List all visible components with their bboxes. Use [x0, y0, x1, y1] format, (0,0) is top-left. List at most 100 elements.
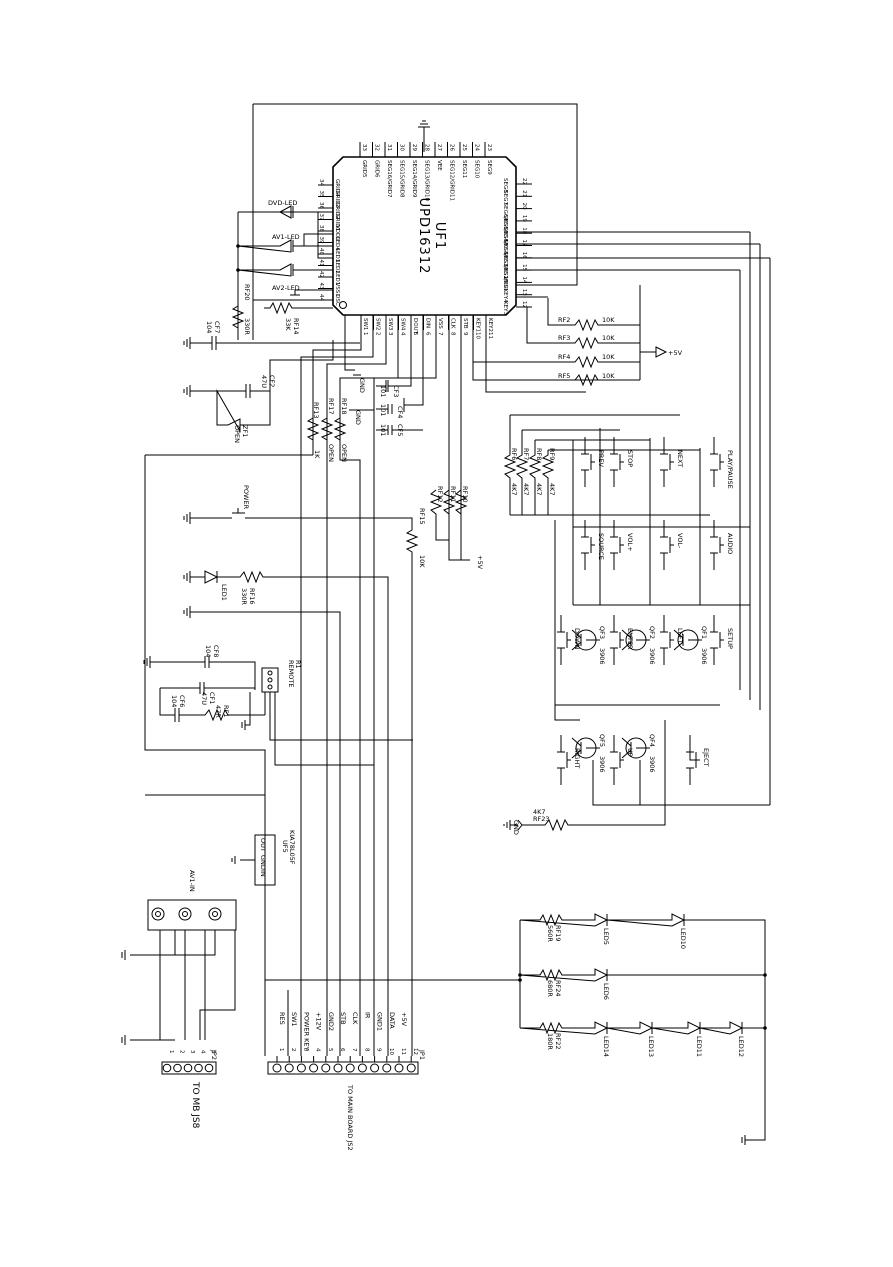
cf1-label: CF1	[208, 692, 216, 704]
cf6-value: 104	[170, 695, 178, 707]
ic-pin-name: SEG8	[502, 178, 508, 193]
rf4-label: RF4	[558, 353, 570, 361]
ic-pin-name: LED4	[334, 237, 340, 252]
key-up: UP	[610, 735, 634, 785]
ic-pin-name: SEG14/GRID9	[411, 160, 417, 198]
rf11-label: RF11	[449, 486, 457, 503]
gnd2-label: GND	[354, 410, 362, 425]
ic-top-pins: 33GRID532GRID631SEG16/GRID730SEG15/GRID8…	[359, 142, 492, 202]
transistor-part: 3906	[598, 648, 606, 665]
key-down: DOWN	[557, 615, 581, 665]
ic-pin-number: 21	[521, 190, 527, 197]
ic-pin-name: CLK	[450, 318, 456, 329]
cf7-label: CF7	[213, 321, 221, 333]
ic-pin-number: 30	[399, 144, 405, 151]
ic-pin-name: OSC	[334, 294, 340, 306]
key-label: UP	[626, 748, 634, 757]
ic-pin-name: VDD	[502, 276, 508, 288]
rf13-label: RF13	[312, 402, 320, 419]
ic-pin-number: 41	[318, 260, 324, 267]
ic-pin-name: SEG11	[461, 160, 467, 178]
rf20-value: 330R	[243, 318, 251, 335]
jp1-pin-number: 6	[339, 1048, 345, 1052]
rf6-label: RF6	[510, 448, 518, 460]
ic-pin-name: GRID3	[334, 191, 340, 209]
jp1-pin-name: STB	[339, 1012, 347, 1025]
key-enter: ENTER	[610, 615, 634, 665]
key-label: VOL+	[626, 533, 634, 552]
rf3-label: RF3	[558, 334, 570, 342]
ic-pin-number: 39	[318, 237, 324, 244]
power-key: POWER RF15 10K	[183, 485, 426, 1056]
ic-pin-name: VSS	[437, 318, 443, 329]
ic-pin-name: GRID6	[374, 160, 380, 178]
transistor-part: 3906	[648, 648, 656, 665]
led10-label: LED10	[679, 928, 687, 949]
ic-pin-number: 6	[425, 332, 431, 336]
ic-pin-number: 33	[361, 144, 367, 151]
rf17-label: RF17	[327, 398, 335, 415]
rf18-label: RF18	[340, 398, 348, 415]
jp1-pin-name: CLK	[351, 1012, 359, 1025]
key-label: DOWN	[573, 628, 581, 650]
uf5-in-label: IN	[259, 870, 267, 877]
ic-pin-number: 34	[318, 179, 324, 186]
ic-pin-number: 3	[387, 332, 393, 336]
jp1-pin-name: +12V	[315, 1012, 323, 1031]
key-label: SETUP	[726, 628, 734, 649]
rf23-value: 4K7	[533, 808, 546, 816]
ic-pin-name: SW4	[400, 318, 406, 331]
jp1-pin-name: RES	[278, 1012, 286, 1025]
rf12-label: RF12	[436, 486, 444, 503]
plus5v-label: +5V	[668, 349, 683, 357]
ic-pin-name: LED3	[334, 248, 340, 263]
av1-in-label: AV1-IN	[188, 870, 196, 892]
key-vol-: VOL+	[610, 520, 634, 570]
key-label: SOURCE	[597, 533, 605, 560]
power-label: POWER	[242, 485, 250, 510]
gnd3-label: GND	[512, 820, 520, 835]
rf15-label: RF15	[418, 508, 426, 525]
jp1-pin-number: 12	[412, 1048, 418, 1055]
regulator-uf5: OUT GND IN KIA78L05F UF5	[145, 794, 296, 980]
cf7-value: 104	[205, 321, 213, 333]
rf1-label: RF1	[222, 705, 230, 717]
av2-led-label: AV2-LED	[272, 284, 300, 292]
rf16-label: RF16	[248, 588, 256, 605]
ic-pin-name: SEG9	[486, 160, 492, 175]
ic-pin-number: 17	[521, 240, 527, 247]
ic-pin-number: 27	[436, 144, 442, 151]
jp1-label: JP1	[418, 1049, 426, 1060]
transistor-ref: QF1	[700, 626, 708, 639]
ic-pin-name: STB	[462, 318, 468, 329]
uf5-gnd-label: GND	[259, 855, 267, 870]
plus5v-label-2: +5V	[476, 555, 484, 570]
jp1-pin-name: POWER KEY	[302, 1012, 310, 1051]
ic-pin-name: SEG12/GRID11	[449, 160, 455, 201]
rf5-label: RF5	[558, 372, 570, 380]
transistor-ref: QF4	[648, 734, 656, 747]
led-bar: RF19 560R RF24 680R RF22 180R LED5 LED10…	[518, 913, 767, 1145]
jp1-pin-number: 1	[278, 1048, 284, 1052]
jp1-pin-number: 2	[290, 1048, 296, 1052]
rf1-value: 47R	[214, 705, 222, 718]
ic-pin-number: 36	[318, 202, 324, 209]
ic-pin-name: KEY3	[502, 301, 508, 315]
transistor-part: 3906	[598, 756, 606, 773]
cf2-value: 47U	[260, 375, 268, 388]
cf3-label: CF3	[392, 385, 400, 397]
indicator-leds: DVD-LED AV1-LED AV2-LED RF14 33K RF20 33…	[183, 199, 360, 350]
transistor-ref: QF3	[598, 626, 606, 639]
ic-pin-name: GRID2	[334, 202, 340, 219]
ic-pin-number: 7	[437, 332, 443, 336]
ic-pin-name: SEG4/KS4	[502, 227, 508, 255]
rf3-value: 10K	[602, 334, 615, 342]
led12-label: LED12	[737, 1036, 745, 1057]
pullup-resistors: +5V RF2 RF3 RF4 RF5 10K 10K 10K 10K	[473, 285, 683, 387]
key-grid-wiring	[516, 231, 771, 805]
jp1-pin-number: 11	[400, 1048, 406, 1055]
